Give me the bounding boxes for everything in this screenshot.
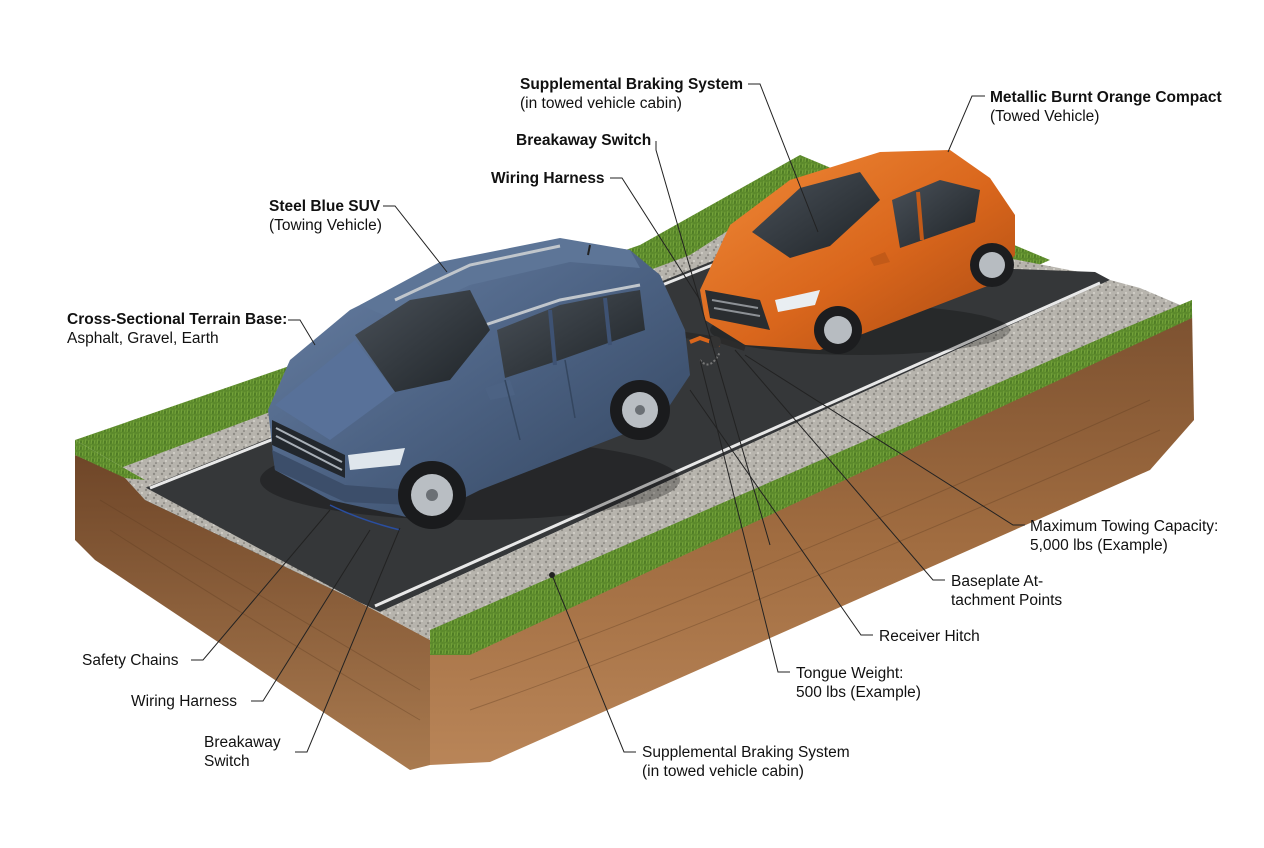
leader-suv xyxy=(383,205,448,273)
label-orange-car-title: Metallic Burnt Orange Compact xyxy=(990,89,1222,106)
label-brake-system-top: Supplemental Braking System (in towed ve… xyxy=(520,75,743,113)
label-breakaway-bottom-line2: Switch xyxy=(204,753,250,770)
label-safety-chains-title: Safety Chains xyxy=(82,652,179,669)
label-safety-chains: Safety Chains xyxy=(82,651,179,670)
road-line-front xyxy=(374,281,1101,608)
leader-tongue xyxy=(699,359,790,673)
label-terrain: Cross-Sectional Terrain Base: Asphalt, G… xyxy=(67,310,287,348)
leader-lines xyxy=(191,83,1025,753)
label-baseplate: Baseplate At- tachment Points xyxy=(951,572,1062,610)
soil-front-face xyxy=(430,310,1194,765)
label-orange-car: Metallic Burnt Orange Compact (Towed Veh… xyxy=(990,88,1222,126)
label-receiver-title: Receiver Hitch xyxy=(879,628,980,645)
gravel-front xyxy=(122,280,1192,640)
leader-brake-bottom xyxy=(551,574,636,753)
label-suv-title: Steel Blue SUV xyxy=(269,198,381,215)
label-baseplate-line1: Baseplate At- xyxy=(951,573,1044,590)
leader-terrain xyxy=(288,319,316,346)
label-terrain-title: Cross-Sectional Terrain Base: xyxy=(67,311,288,328)
leader-receiver xyxy=(689,389,873,636)
leader-wiring-top xyxy=(610,177,701,301)
label-orange-car-sub: (Towed Vehicle) xyxy=(990,108,1100,125)
soil-left-face xyxy=(75,455,430,770)
label-wiring-bottom: Wiring Harness xyxy=(131,692,237,711)
label-breakaway-top: Breakaway Switch xyxy=(516,131,651,150)
grass-left-edge xyxy=(75,440,145,480)
label-wiring-top-title: Wiring Harness xyxy=(491,170,605,187)
label-suv: Steel Blue SUV (Towing Vehicle) xyxy=(269,197,382,235)
leader-brake-top xyxy=(748,83,819,233)
label-terrain-sub: Asphalt, Gravel, Earth xyxy=(67,330,219,347)
label-tongue-weight: Tongue Weight: 500 lbs (Example) xyxy=(796,664,921,702)
label-brake-top-title: Supplemental Braking System xyxy=(520,76,744,93)
steel-blue-suv xyxy=(260,238,690,531)
label-receiver-hitch: Receiver Hitch xyxy=(879,627,980,646)
label-brake-top-sub: (in towed vehicle cabin) xyxy=(520,95,682,112)
leader-wiring-bottom xyxy=(251,529,371,702)
label-max-tow-title: Maximum Towing Capacity: xyxy=(1030,518,1219,535)
label-brake-bottom-line2: (in towed vehicle cabin) xyxy=(642,763,804,780)
label-brake-system-bottom: Supplemental Braking System (in towed ve… xyxy=(642,743,850,781)
label-wiring-bottom-title: Wiring Harness xyxy=(131,693,237,710)
label-breakaway-bottom: Breakaway Switch xyxy=(204,733,281,771)
label-max-tow-sub: 5,000 lbs (Example) xyxy=(1030,537,1168,554)
leader-baseplate xyxy=(734,349,945,581)
label-tongue-line2: 500 lbs (Example) xyxy=(796,684,921,701)
label-breakaway-bottom-line1: Breakaway xyxy=(204,734,281,751)
label-suv-sub: (Towing Vehicle) xyxy=(269,217,382,234)
leader-safety-chains xyxy=(191,509,331,661)
label-baseplate-line2: tachment Points xyxy=(951,592,1063,609)
label-tongue-line1: Tongue Weight: xyxy=(796,665,904,682)
leader-orange-car xyxy=(947,95,985,153)
leader-breakaway-top xyxy=(655,141,771,546)
orange-compact-car xyxy=(700,150,1015,355)
label-max-towing: Maximum Towing Capacity: 5,000 lbs (Exam… xyxy=(1030,517,1218,555)
label-brake-bottom-line1: Supplemental Braking System xyxy=(642,744,850,761)
leader-breakaway-bottom xyxy=(295,527,401,753)
label-breakaway-top-title: Breakaway Switch xyxy=(516,132,652,149)
leader-max-tow xyxy=(744,354,1025,526)
label-wiring-top: Wiring Harness xyxy=(491,169,605,188)
